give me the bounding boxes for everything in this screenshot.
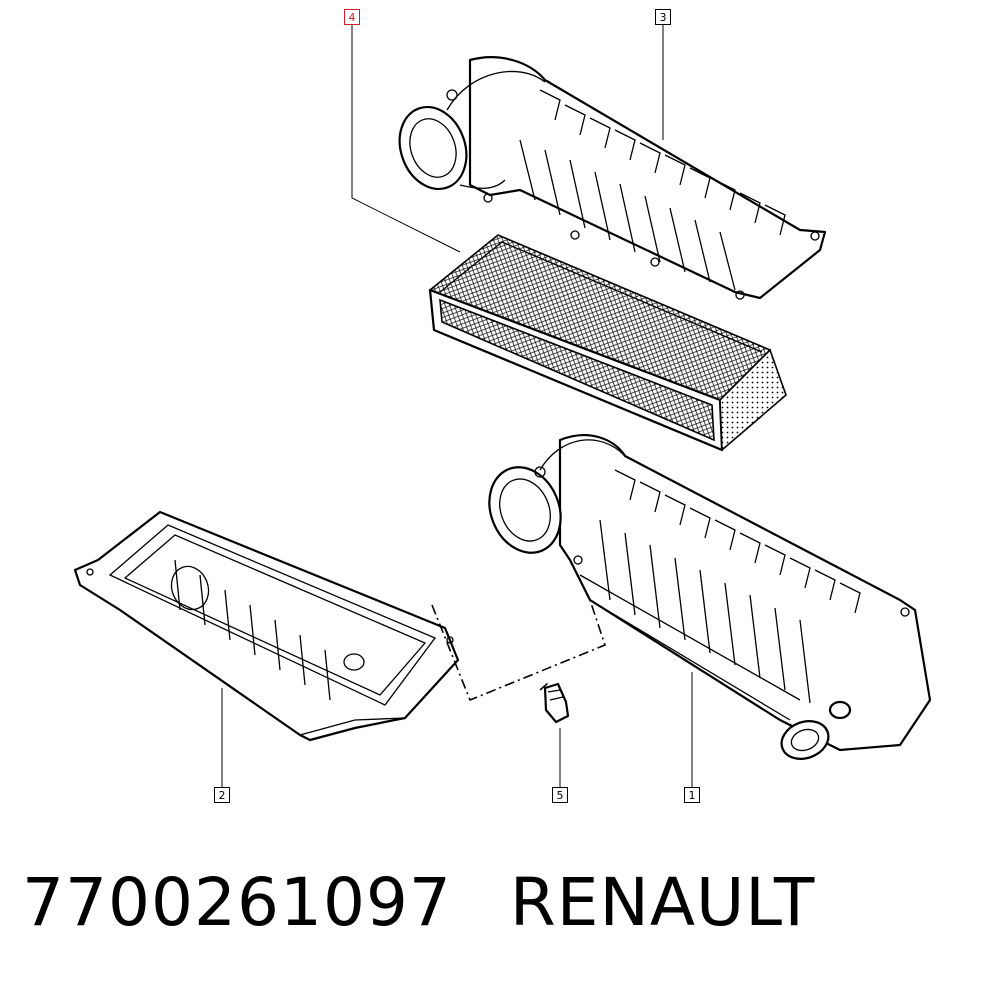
part-1-lower-housing <box>488 434 932 760</box>
part-5-fastener <box>543 682 570 724</box>
exploded-parts-diagram: 3 4 2 5 1 <box>73 9 932 803</box>
diagram-drawing <box>73 25 932 787</box>
housing-ribs <box>579 469 861 721</box>
callout-1: 1 <box>684 787 700 803</box>
callout-2: 2 <box>214 787 230 803</box>
part-4-air-filter <box>428 234 787 452</box>
part-2-filter-tray <box>73 510 460 742</box>
callout-5: 5 <box>552 787 568 803</box>
assembly-dashed-line <box>431 599 606 702</box>
callout-3: 3 <box>655 9 671 25</box>
brand-name: RENAULT <box>509 864 816 941</box>
part-caption: 7700261097 RENAULT <box>22 858 815 948</box>
callout-4: 4 <box>344 9 360 25</box>
cover-ribs <box>519 89 786 291</box>
leader-lines <box>221 25 693 787</box>
part-number: 7700261097 <box>22 864 452 941</box>
part-3-upper-cover <box>398 56 827 300</box>
